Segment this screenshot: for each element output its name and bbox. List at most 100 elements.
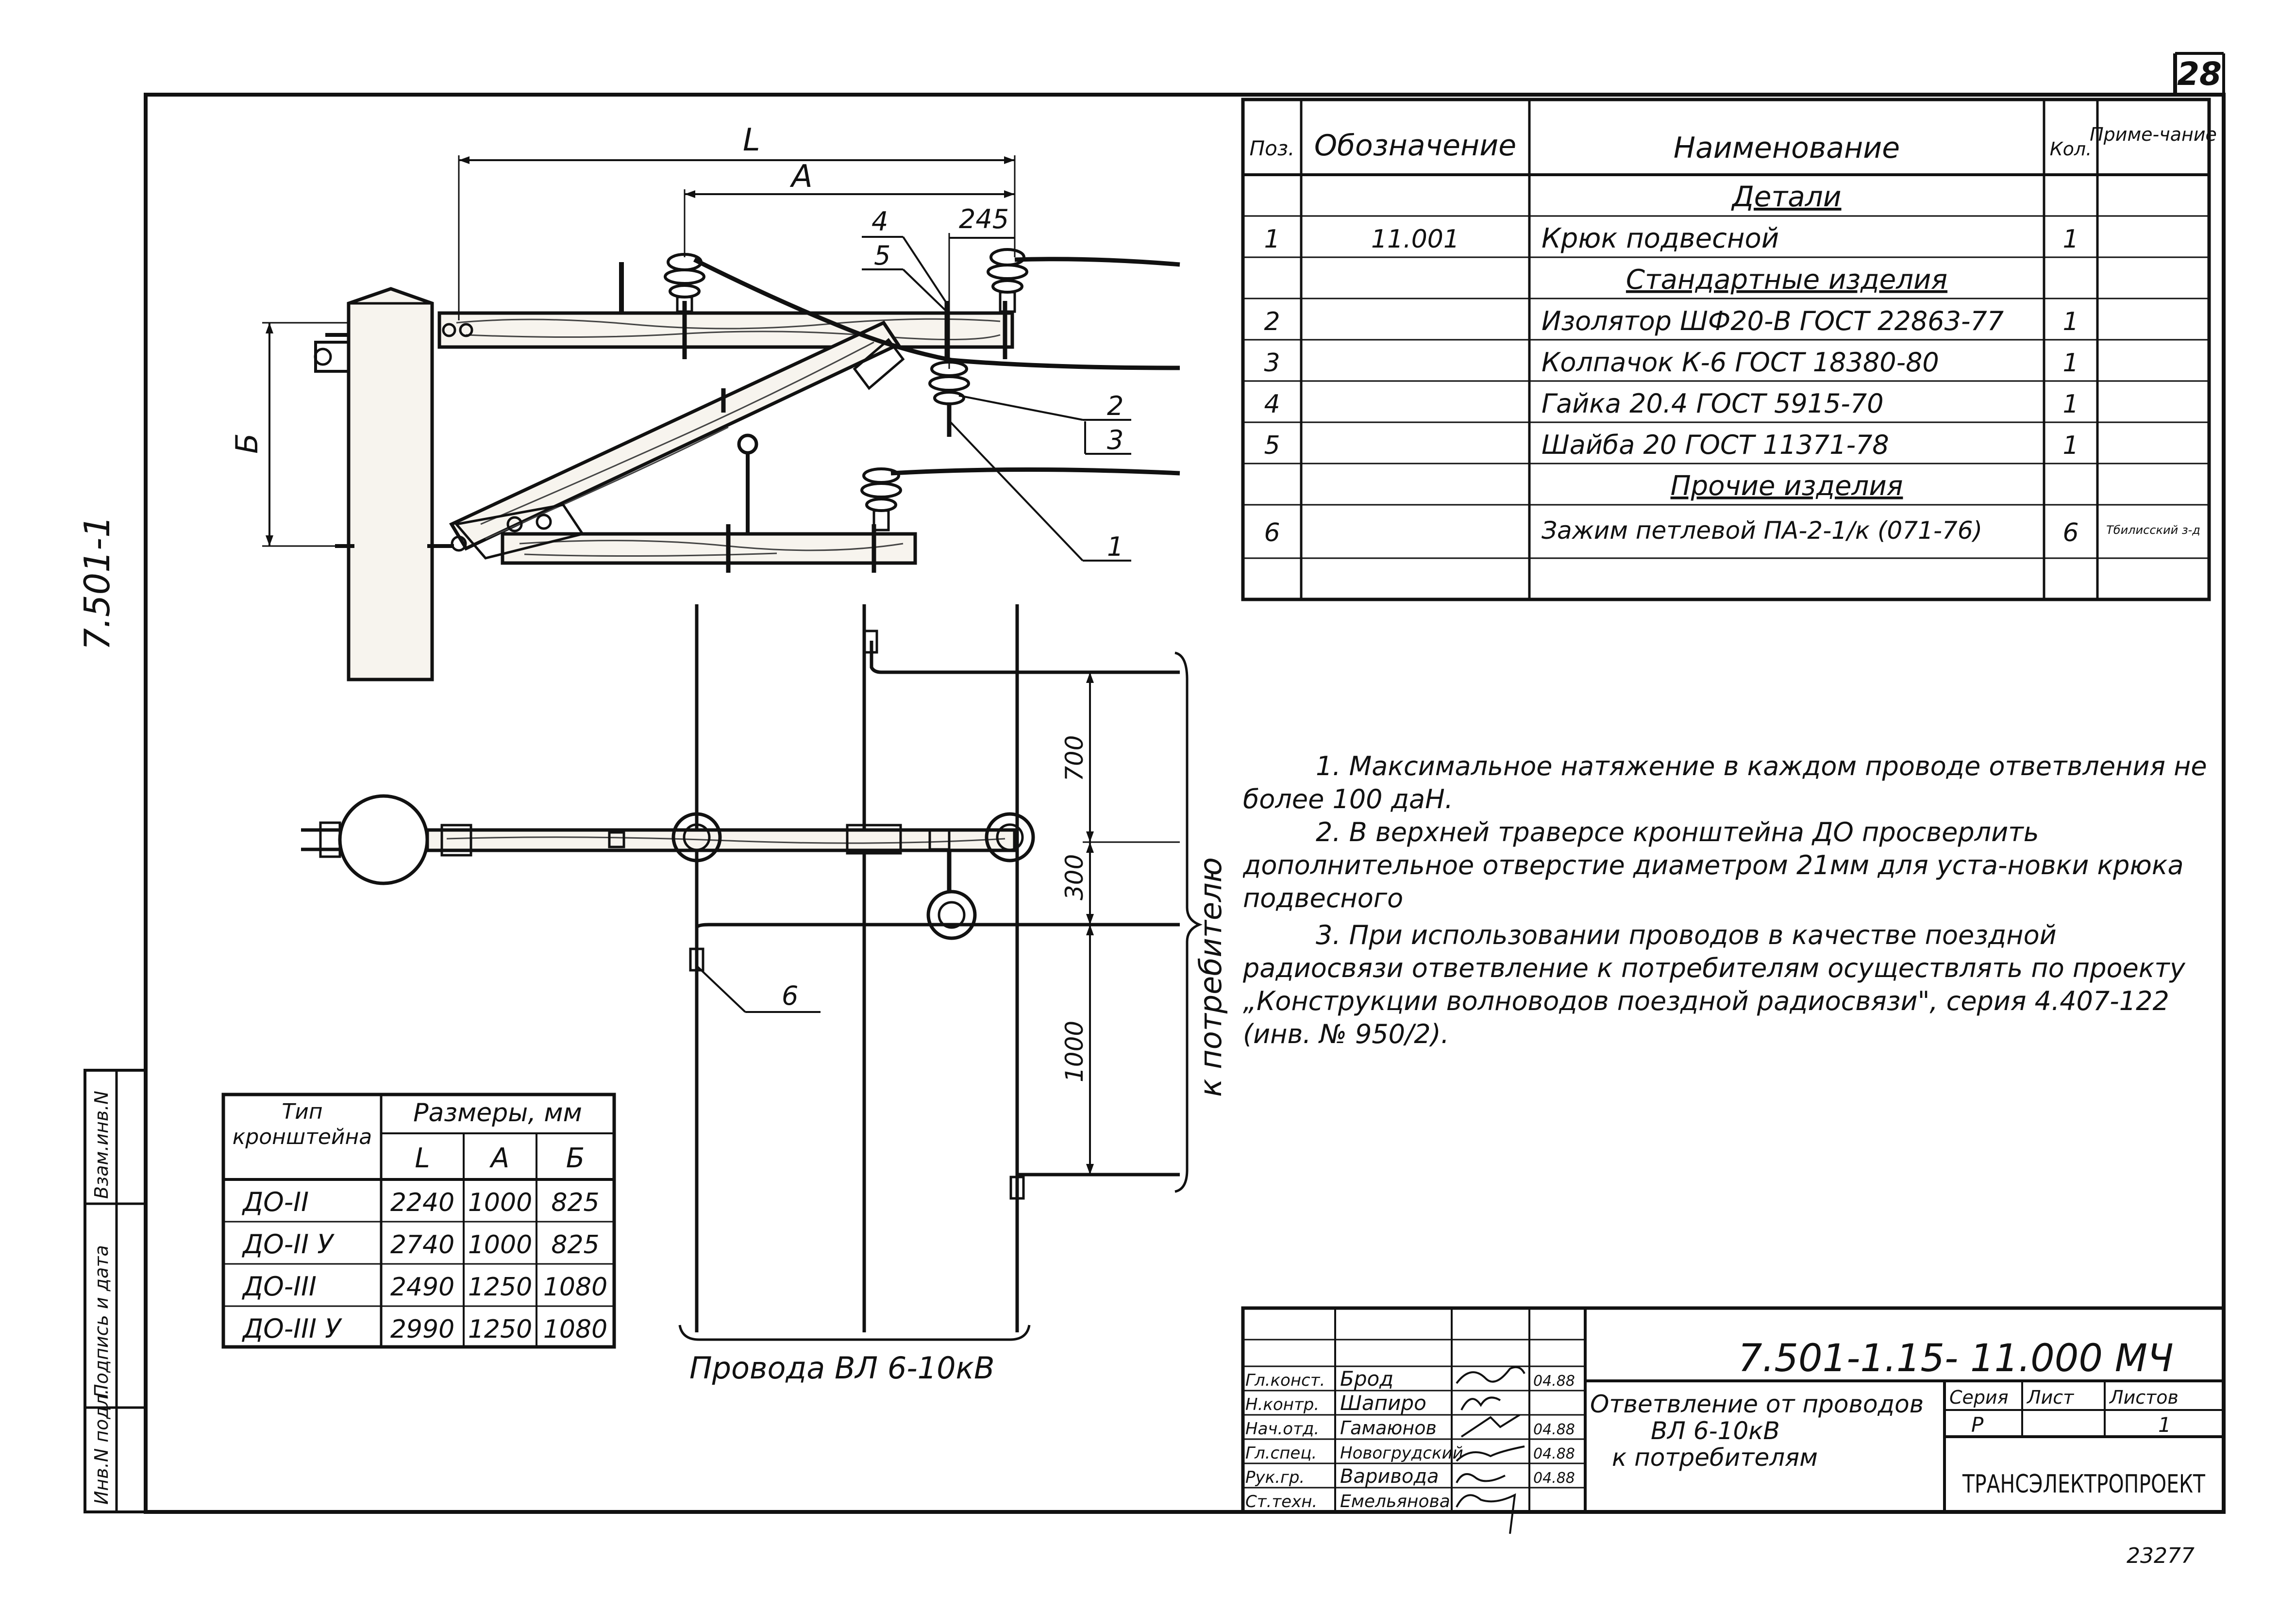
branch-bottom bbox=[1015, 1173, 1180, 1184]
suspension-hook bbox=[737, 433, 758, 455]
callout-3: 3 bbox=[1107, 425, 1123, 455]
dims-row-4-A: 1250 bbox=[468, 1315, 532, 1344]
stamp-name-1: Брод bbox=[1340, 1367, 1393, 1391]
insulator-plan-left bbox=[671, 812, 722, 863]
dims-row-3-type: ДО-III bbox=[242, 1271, 317, 1302]
signature-2 bbox=[1460, 1396, 1501, 1410]
spec-header-name: Наименование bbox=[1674, 131, 1900, 165]
wires-label: Провода ВЛ 6-10кВ bbox=[689, 1350, 995, 1386]
dim-245: 245 bbox=[959, 204, 1009, 234]
signature-1 bbox=[1456, 1366, 1525, 1384]
archive-number: 23277 bbox=[2127, 1543, 2195, 1568]
upper-traverse bbox=[437, 311, 1014, 349]
note-2: 2. В верхней траверсе кронштейна ДО прос… bbox=[1243, 817, 2184, 913]
spec-row-2-qty: 1 bbox=[2062, 307, 2078, 336]
spec-row-6-qty: 6 bbox=[2062, 518, 2078, 547]
spec-row-6-note: Тбилисский з-д bbox=[2106, 523, 2200, 537]
dims-row-4-B: 1080 bbox=[543, 1315, 607, 1344]
organization: ТРАНСЭЛЕКТРОПРОЕКТ bbox=[1962, 1470, 2205, 1499]
sheet-label: Лист bbox=[2026, 1387, 2075, 1408]
signature-6 bbox=[1456, 1493, 1516, 1534]
title-line-3: к потребителям bbox=[1612, 1443, 1818, 1472]
side-stamp-sign-label: Подпись и дата bbox=[91, 1245, 112, 1398]
dims-row-4-type: ДО-III У bbox=[242, 1313, 342, 1344]
series-label: Серия bbox=[1949, 1387, 2009, 1408]
spec-row-4-name: Гайка 20.4 ГОСТ 5915-70 bbox=[1542, 388, 1884, 419]
dims-row-3-A: 1250 bbox=[468, 1273, 532, 1302]
clamp-top bbox=[863, 630, 878, 654]
spec-row-4-pos: 4 bbox=[1264, 390, 1280, 419]
stamp-date-4: 04.88 bbox=[1533, 1445, 1575, 1462]
dims-row-2-type: ДО-II У bbox=[242, 1229, 335, 1260]
insulator-plan-suspended bbox=[926, 890, 977, 940]
title-line-2: ВЛ 6-10кВ bbox=[1651, 1417, 1780, 1445]
dims-col-B: Б bbox=[566, 1143, 585, 1174]
elevation-view: L A 245 Б 4 5 2 3 1 bbox=[229, 122, 1180, 681]
spec-row-6-name: Зажим петлевой ПА-2-1/к (071-76) bbox=[1542, 516, 1982, 545]
spec-section-standard: Стандартные изделия bbox=[1626, 264, 1947, 296]
sheets-total: 1 bbox=[2158, 1413, 2171, 1437]
wire-top bbox=[1014, 257, 1180, 267]
spec-row-3-qty: 1 bbox=[2062, 348, 2078, 378]
branch-top bbox=[870, 641, 1180, 674]
dims-row-2-A: 1000 bbox=[468, 1230, 532, 1260]
dims-header-type: Тип кронштейна bbox=[232, 1099, 372, 1149]
stamp-name-3: Гамаюнов bbox=[1340, 1417, 1437, 1439]
spec-header-code: Обозначение bbox=[1314, 129, 1516, 163]
callout-6: 6 bbox=[782, 980, 798, 1011]
stamp-name-5: Варивода bbox=[1340, 1465, 1439, 1488]
spec-header-note: Приме-чание bbox=[2090, 124, 2217, 145]
insulator-lower bbox=[860, 467, 902, 531]
dim-L: L bbox=[743, 122, 760, 158]
dim-B: Б bbox=[229, 433, 265, 454]
spec-row-1-qty: 1 bbox=[2062, 225, 2078, 254]
clamp-bottom bbox=[1009, 1176, 1025, 1200]
dims-col-L: L bbox=[415, 1143, 430, 1174]
dims-row-1-type: ДО-II bbox=[242, 1187, 309, 1217]
lower-traverse bbox=[501, 532, 917, 565]
spec-row-2-pos: 2 bbox=[1264, 307, 1280, 336]
callout-5: 5 bbox=[874, 240, 890, 271]
consumer-label: к потребителю bbox=[1193, 857, 1228, 1097]
pole-clamp bbox=[314, 341, 350, 373]
dims-row-3-L: 2490 bbox=[390, 1273, 454, 1302]
wire-lower bbox=[890, 467, 1180, 476]
dim-A: A bbox=[789, 159, 813, 195]
spec-row-2-name: Изолятор ШФ20-В ГОСТ 22863-77 bbox=[1542, 306, 2004, 336]
title-line-1: Ответвление от проводов bbox=[1590, 1390, 1924, 1418]
dim-300: 300 bbox=[1060, 854, 1089, 900]
outer-frame bbox=[144, 93, 2226, 1514]
dims-row-2-B: 825 bbox=[551, 1230, 599, 1260]
title-block: Гл.конст. Брод 04.88 Н.контр. Шапиро Нач… bbox=[1241, 1306, 2226, 1534]
stamp-name-6: Емельянова bbox=[1340, 1492, 1450, 1511]
stamp-role-1: Гл.конст. bbox=[1245, 1371, 1325, 1390]
pole bbox=[347, 287, 434, 681]
clamp-middle bbox=[689, 947, 704, 972]
spec-row-3-pos: 3 bbox=[1264, 348, 1280, 378]
side-stamp-replace-label: Взам.инв.N bbox=[91, 1091, 112, 1199]
spec-row-4-qty: 1 bbox=[2062, 390, 2078, 419]
stamp-role-2: Н.контр. bbox=[1245, 1395, 1319, 1414]
dims-row-1-A: 1000 bbox=[468, 1188, 532, 1217]
dims-row-2-L: 2740 bbox=[390, 1230, 454, 1260]
stamp-role-4: Гл.спец. bbox=[1245, 1443, 1317, 1463]
dims-row-3-B: 1080 bbox=[543, 1273, 607, 1302]
stamp-name-4: Новогрудский bbox=[1340, 1443, 1463, 1463]
note-1: 1. Максимальное натяжение в каждом прово… bbox=[1243, 751, 2207, 814]
spec-row-1-code: 11.001 bbox=[1371, 225, 1459, 254]
consumer-brace bbox=[1174, 651, 1203, 1193]
side-code: 7.501-1 bbox=[77, 515, 117, 650]
notes-box: 1. Максимальное натяжение в каждом прово… bbox=[1243, 751, 2207, 1049]
notes: 1. Максимальное натяжение в каждом прово… bbox=[1243, 751, 2207, 1049]
dims-row-1-L: 2240 bbox=[390, 1188, 454, 1217]
insulator-suspended bbox=[928, 361, 970, 437]
signature-4 bbox=[1456, 1445, 1525, 1462]
callout-1: 1 bbox=[1107, 531, 1123, 562]
wires-brace bbox=[678, 1325, 1031, 1341]
spec-section-details: Детали bbox=[1730, 180, 1841, 213]
side-stamp-inv-label: Инв.N подл. bbox=[91, 1389, 112, 1505]
spec-header-pos: Поз. bbox=[1250, 136, 1295, 160]
spec-row-6-pos: 6 bbox=[1264, 518, 1280, 547]
dim-1000: 1000 bbox=[1060, 1021, 1089, 1082]
